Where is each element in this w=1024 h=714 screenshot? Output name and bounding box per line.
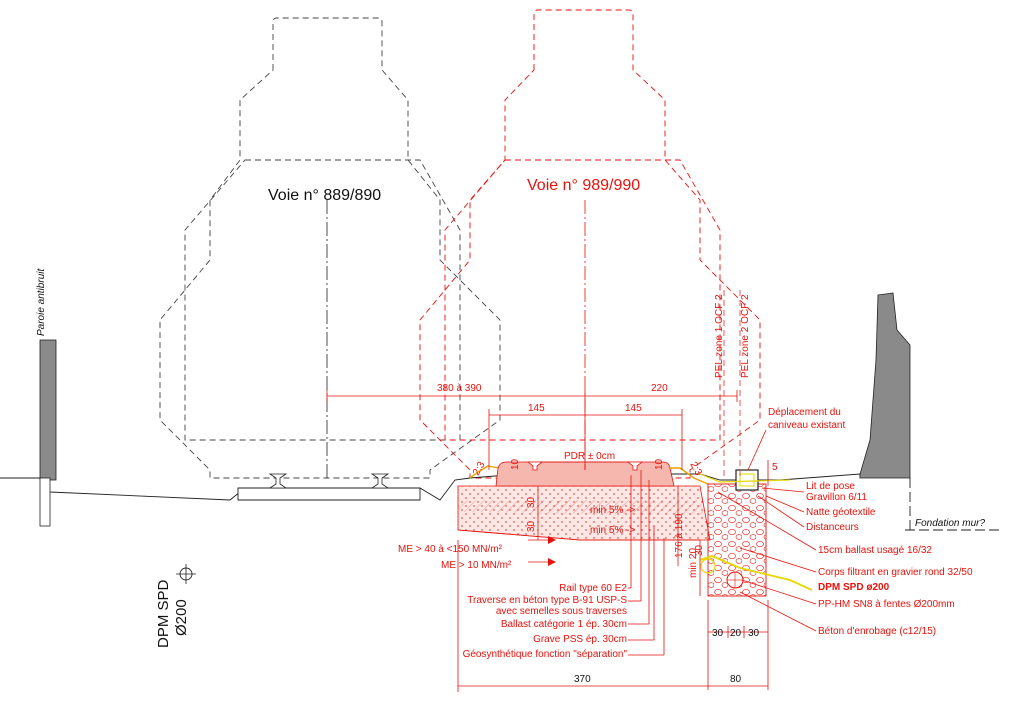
bottom-dimensions: 30 20 30 370 80 bbox=[457, 540, 769, 692]
callout-dpm-pipe: DPM SPD ø200 bbox=[818, 582, 890, 593]
callout-sleeper-pads: avec semelles sous traverses bbox=[496, 606, 627, 617]
callout-bedding-1: Lit de pose bbox=[806, 481, 855, 492]
right-callouts: Déplacement du caniveau existant Lit de … bbox=[717, 407, 973, 637]
me-lower: ME > 10 MN/m² bbox=[441, 560, 512, 571]
retaining-wall: Fondation mur? bbox=[859, 292, 1000, 531]
dim-min20: min 20 bbox=[688, 548, 699, 578]
callout-pipe: PP-HM SN8 à fentes Ø200mm bbox=[818, 599, 955, 610]
min5-b: min 5% -> bbox=[590, 525, 635, 536]
callout-bedding-2: Gravillon 6/11 bbox=[806, 492, 867, 503]
callout-grave-pss: Grave PSS ép. 30cm bbox=[533, 634, 627, 645]
dim-380-390: 380 à 390 bbox=[437, 383, 482, 394]
dim-10-right: 10 bbox=[654, 458, 665, 470]
callout-displacement-1: Déplacement du bbox=[768, 407, 841, 418]
callout-rail: Rail type 60 E2 bbox=[559, 583, 627, 594]
callout-encasing: Béton d'enrobage (c12/15) bbox=[818, 626, 936, 637]
callout-ballast: Ballast catégorie 1 ép. 30cm bbox=[501, 619, 627, 630]
dim-w20: 20 bbox=[730, 628, 742, 639]
dim-w30-b: 30 bbox=[748, 628, 760, 639]
min5-a: min 5% -> bbox=[590, 505, 635, 516]
wall-foundation-label: Fondation mur? bbox=[915, 518, 985, 529]
dim-145-right: 145 bbox=[625, 403, 642, 414]
existing-track-title: Voie n° 889/890 bbox=[268, 187, 381, 204]
callout-used-ballast: 15cm ballast usagé 16/32 bbox=[818, 545, 932, 556]
new-track-bed bbox=[326, 200, 711, 541]
callout-filter-body: Corps filtrant en gravier rond 32/50 bbox=[818, 567, 973, 578]
existing-ballast-slab bbox=[237, 487, 421, 501]
dim-176-190: 176 à 190 bbox=[674, 513, 685, 558]
dpm-spd-diameter: Ø200 bbox=[173, 599, 190, 636]
dim-5: 5 bbox=[772, 462, 778, 473]
noise-wall-label: Paroie antibruit bbox=[36, 268, 47, 336]
dim-w30-a: 30 bbox=[712, 628, 724, 639]
dim-370: 370 bbox=[574, 674, 591, 685]
dim-30-b: 30 bbox=[526, 520, 537, 532]
dpm-spd-symbol: DPM SPD Ø200 bbox=[155, 564, 196, 648]
layer-dimensions: 30 30 min 5% -> min 5% -> 176 à 190 min … bbox=[526, 486, 705, 596]
callout-spacers: Distanceurs bbox=[806, 522, 859, 533]
moduli: ME > 40 à <150 MN/m² ME > 10 MN/m² bbox=[398, 536, 556, 571]
left-callouts: Rail type 60 E2 Traverse en béton type B… bbox=[463, 470, 665, 660]
noise-wall: Paroie antibruit bbox=[36, 268, 57, 527]
pel-zone1-label: PEL zone 1 OCF 2 bbox=[714, 294, 725, 378]
dim-10-left: 10 bbox=[510, 458, 521, 470]
callout-geotextile: Natte géotextile bbox=[806, 507, 876, 518]
dim-145-left: 145 bbox=[528, 403, 545, 414]
existing-rails bbox=[268, 473, 390, 489]
new-track-title: Voie n° 989/990 bbox=[527, 177, 640, 194]
dpm-spd-label: DPM SPD bbox=[155, 579, 172, 648]
new-track-gauge bbox=[419, 9, 761, 479]
dim-30-c: 30 bbox=[694, 544, 705, 556]
dim-220: 220 bbox=[651, 383, 668, 394]
drainage-trench bbox=[700, 469, 767, 597]
callout-sleeper: Traverse en béton type B-91 USP-S bbox=[467, 595, 627, 606]
callout-geosynthetic: Géosynthétique fonction "séparation" bbox=[463, 649, 628, 660]
dim-30-a: 30 bbox=[526, 496, 537, 508]
existing-track-gauge bbox=[159, 17, 501, 479]
dpm-spd-pipe-line bbox=[699, 555, 813, 591]
pdr-label: PDR ± 0cm bbox=[564, 451, 615, 462]
me-upper: ME > 40 à <150 MN/m² bbox=[398, 544, 503, 555]
pel-zone2-label: PEL zone 2 OCF 2 bbox=[740, 294, 751, 378]
callout-displacement-2: caniveau existant bbox=[768, 420, 845, 431]
dim-80: 80 bbox=[730, 674, 742, 685]
